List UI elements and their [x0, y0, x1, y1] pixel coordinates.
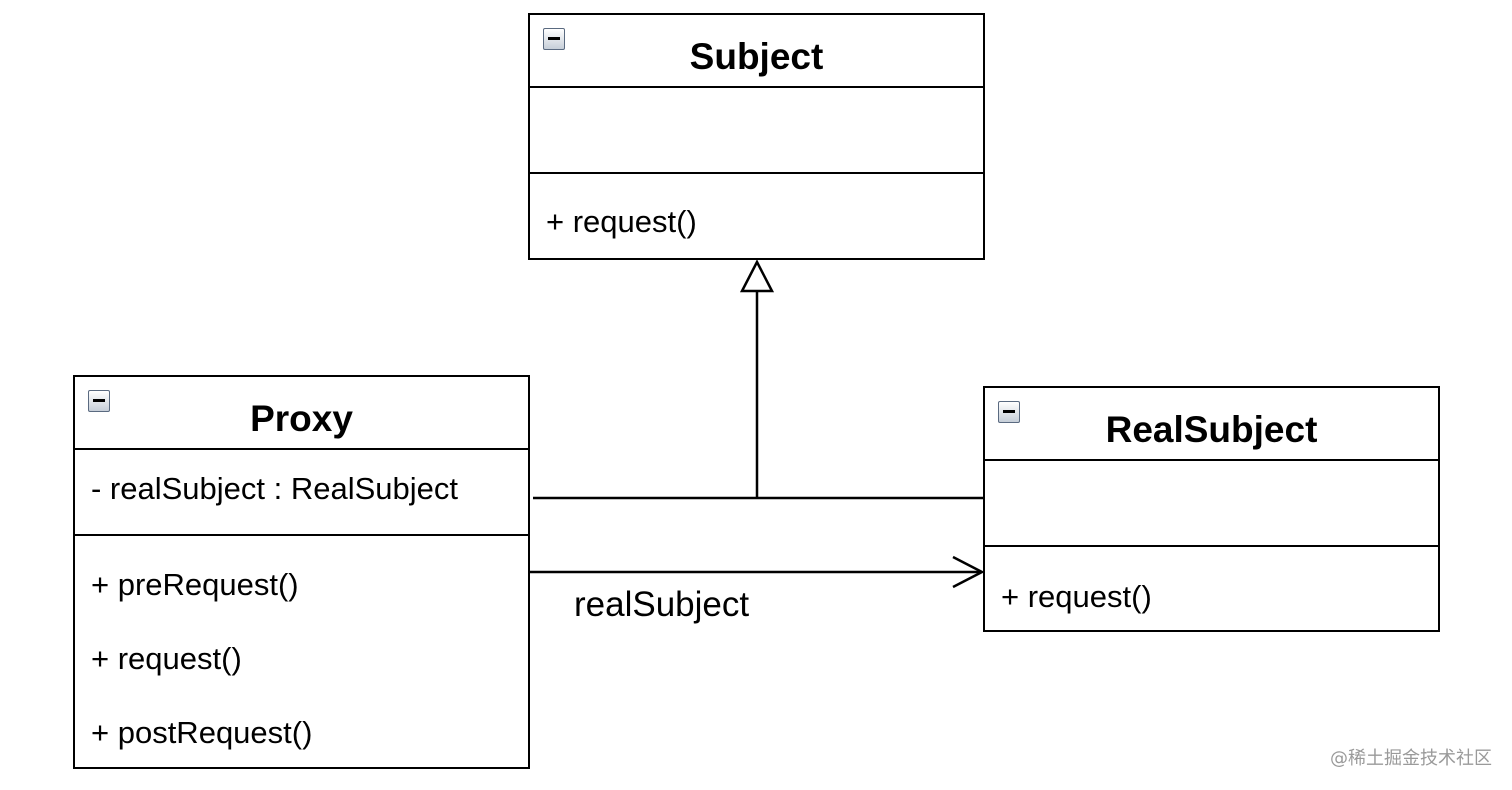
collapse-minus-icon[interactable] [998, 401, 1020, 423]
operation-postrequest: + postRequest() [91, 715, 313, 750]
operation-prerequest: + preRequest() [91, 567, 299, 602]
operation-request: + request() [1001, 579, 1152, 614]
operation-request: + request() [91, 641, 242, 676]
class-proxy-header: Proxy [75, 377, 528, 450]
collapse-minus-icon[interactable] [88, 390, 110, 412]
association-arrowhead [952, 555, 985, 589]
class-realsubject[interactable]: RealSubject + request() [983, 386, 1440, 632]
class-subject-header: Subject [530, 15, 983, 88]
watermark: @稀土掘金技术社区 [1330, 748, 1492, 769]
class-proxy-name: Proxy [250, 398, 353, 439]
class-subject-name: Subject [689, 36, 824, 77]
class-realsubject-attributes [985, 461, 1438, 547]
operation-request: + request() [546, 204, 697, 239]
class-realsubject-name: RealSubject [1105, 409, 1318, 450]
class-realsubject-header: RealSubject [985, 388, 1438, 461]
attribute-realsubject: - realSubject : RealSubject [91, 471, 459, 506]
class-subject-attributes [530, 88, 983, 174]
collapse-minus-icon[interactable] [543, 28, 565, 50]
class-proxy-attributes: - realSubject : RealSubject [75, 450, 528, 536]
association-label: realSubject [574, 585, 750, 624]
class-subject[interactable]: Subject + request() [528, 13, 985, 260]
class-proxy[interactable]: Proxy - realSubject : RealSubject + preR… [73, 375, 530, 769]
generalization-arrowhead [739, 259, 775, 293]
